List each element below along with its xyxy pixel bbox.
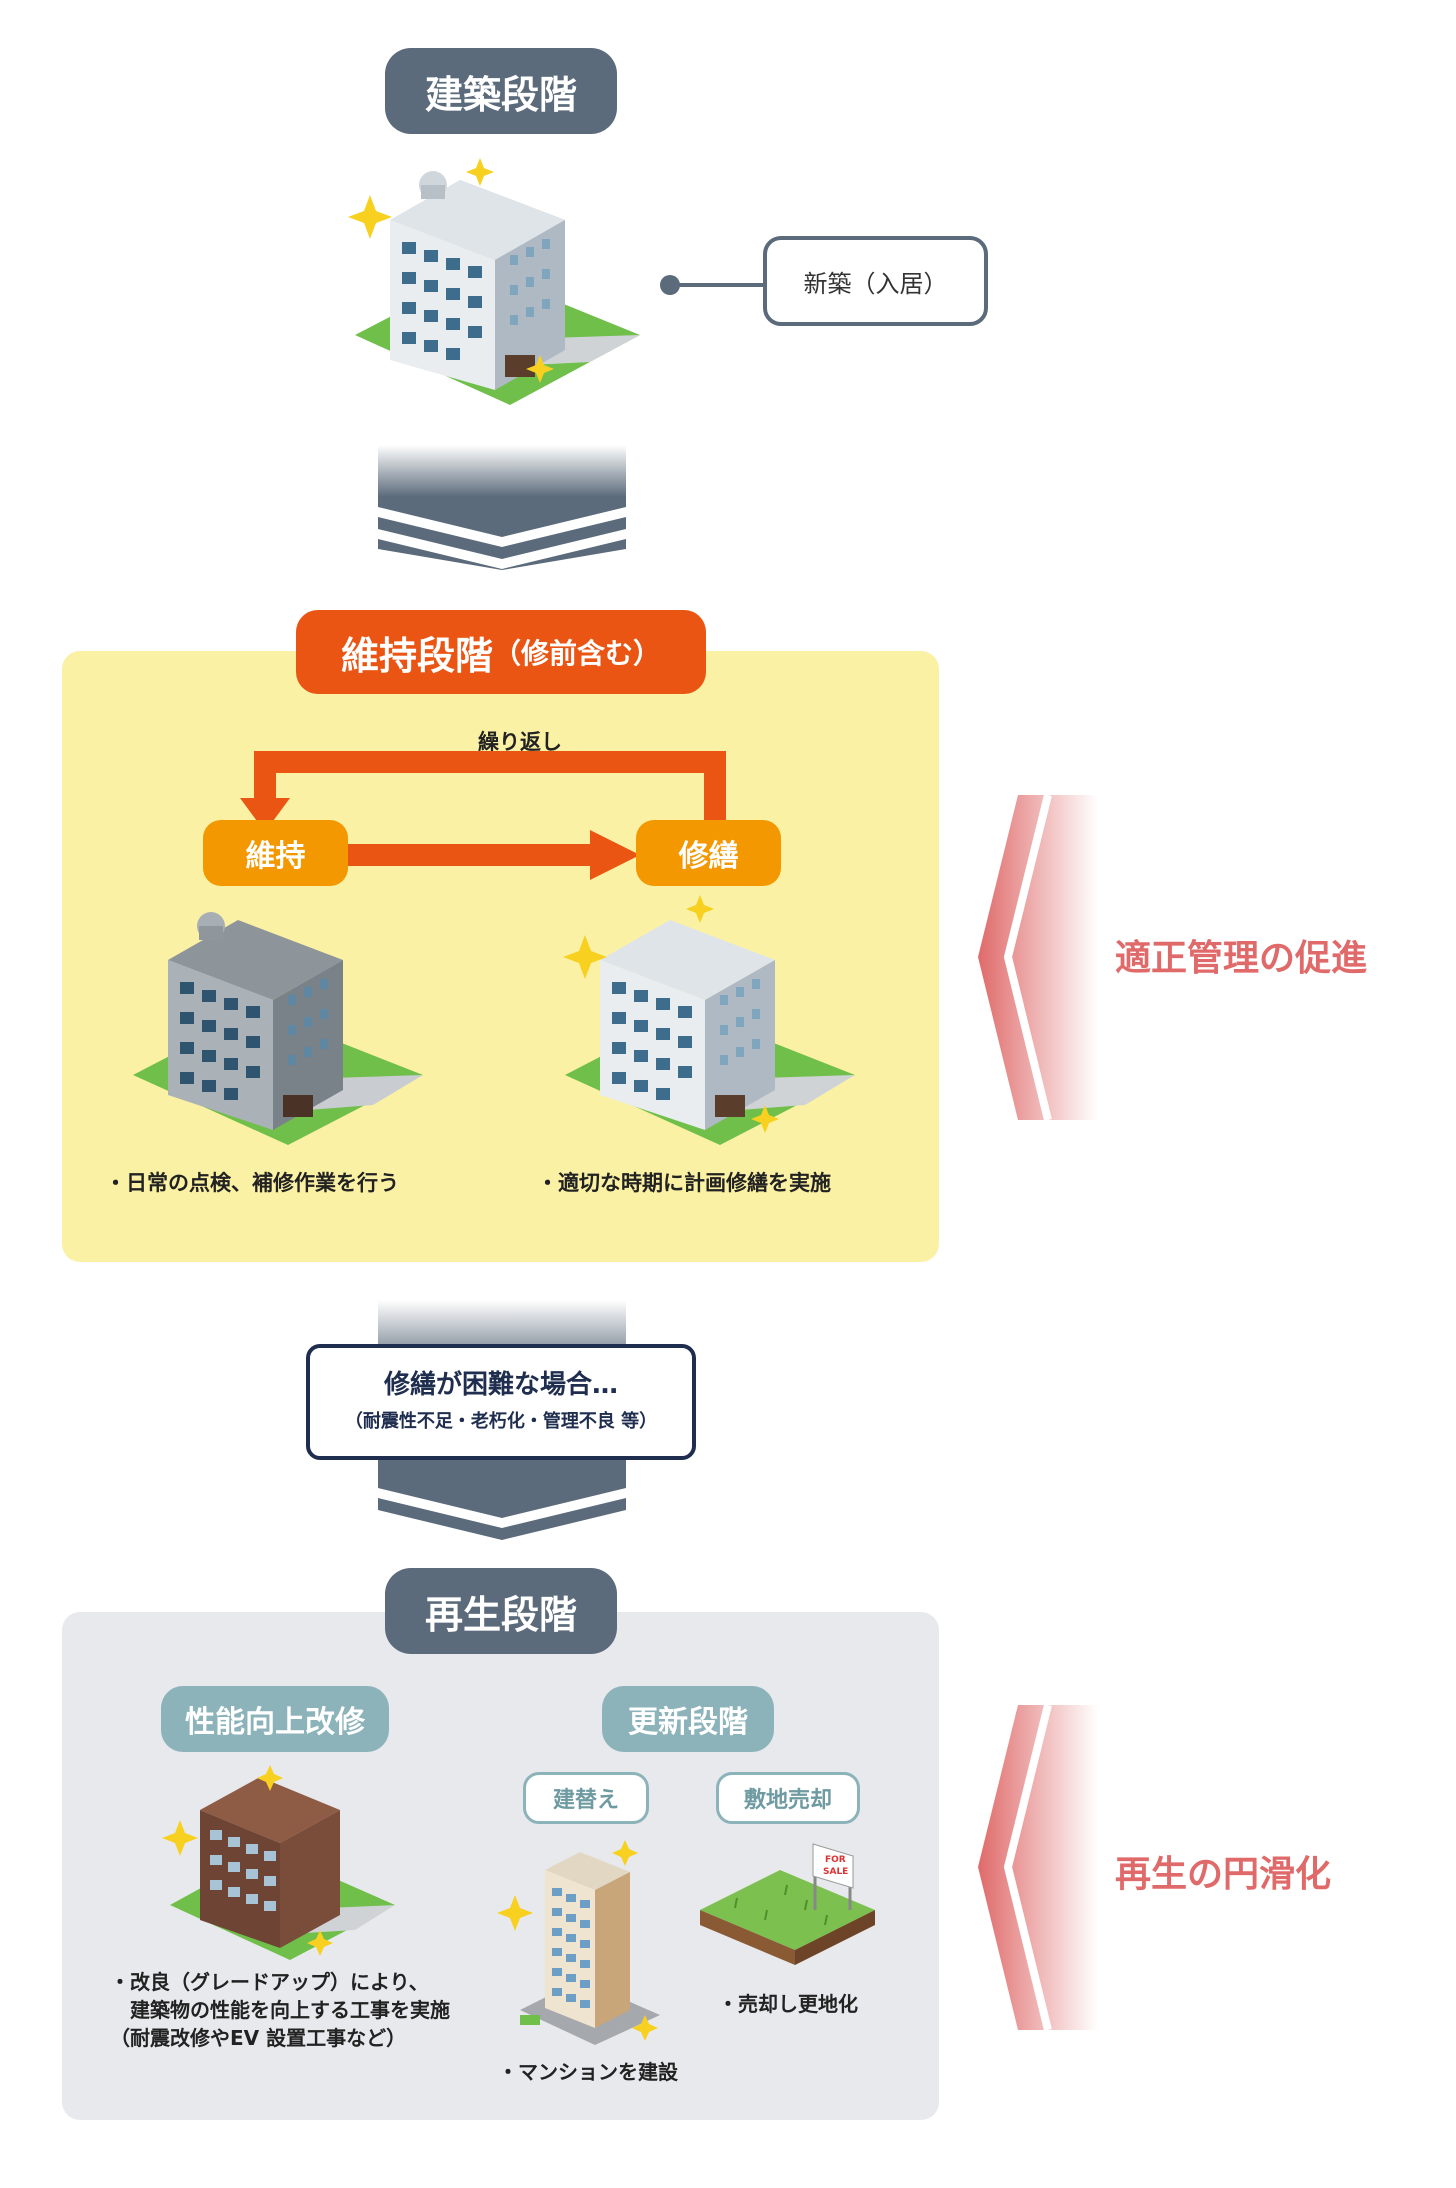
regen-stage-title: 再生段階 (385, 1568, 617, 1654)
maintain-note-left: ・日常の点検、補修作業を行う (105, 1171, 399, 1195)
improve-title: 性能向上改修 (161, 1686, 389, 1752)
maintain-to-repair-arrow (345, 830, 640, 880)
maintain-title-main: 維持段階 (340, 633, 493, 678)
rebuild-note: ・マンションを建設 (498, 2060, 678, 2084)
new-build-connector (660, 275, 767, 295)
sign-sale-text: SALE (823, 1867, 848, 1877)
down-chevron-arrow (378, 445, 626, 570)
renew-title: 更新段階 (602, 1686, 774, 1752)
aging-building-illustration (133, 912, 423, 1145)
improve-note-line-3: （耐震改修やEV 設置工事など） (110, 2026, 407, 2050)
improve-note: ・改良（グレードアップ）により、 建築物の性能を向上する工事を実施 （耐震改修や… (110, 1968, 450, 2052)
repaired-building-illustration (563, 895, 855, 1145)
difficult-case-box: 修繕が困難な場合… （耐震性不足・老朽化・管理不良 等） (306, 1344, 696, 1460)
maintain-note-right: ・適切な時期に計画修繕を実施 (537, 1171, 831, 1195)
new-building-illustration (348, 158, 640, 405)
rebuild-tag: 建替え (523, 1772, 649, 1824)
side-label-top: 適正管理の促進 (1115, 938, 1368, 979)
vacant-land-illustration: FOR SALE (700, 1843, 875, 1965)
difficult-case-title: 修繕が困難な場合… (383, 1370, 618, 1400)
maintain-title-sub: （修前含む） (493, 637, 662, 670)
side-chevron-left-bottom (978, 1704, 1098, 2031)
difficult-case-subtitle: （耐震性不足・老朽化・管理不良 等） (344, 1411, 658, 1432)
sell-land-note: ・売却し更地化 (718, 1992, 858, 2016)
maintain-label: 維持 (203, 820, 348, 886)
new-mansion-illustration (497, 1840, 660, 2045)
sign-for-text: FOR (825, 1855, 846, 1865)
repeat-label: 繰り返し (478, 730, 562, 754)
maintain-stage-title: 維持段階（修前含む） (296, 610, 706, 694)
new-build-label: 新築（入居） (763, 236, 988, 326)
repeat-loop-arrow (240, 751, 726, 832)
side-label-bottom: 再生の円滑化 (1115, 1854, 1332, 1895)
improved-building-illustration (162, 1765, 395, 1960)
sell-land-tag: 敷地売却 (716, 1772, 860, 1824)
side-chevron-left-top (978, 794, 1098, 1121)
improve-note-line-2: 建築物の性能を向上する工事を実施 (130, 1998, 450, 2022)
build-stage-title: 建築段階 (385, 48, 617, 134)
improve-note-line-1: ・改良（グレードアップ）により、 (110, 1970, 429, 1994)
repair-label: 修繕 (636, 820, 781, 886)
